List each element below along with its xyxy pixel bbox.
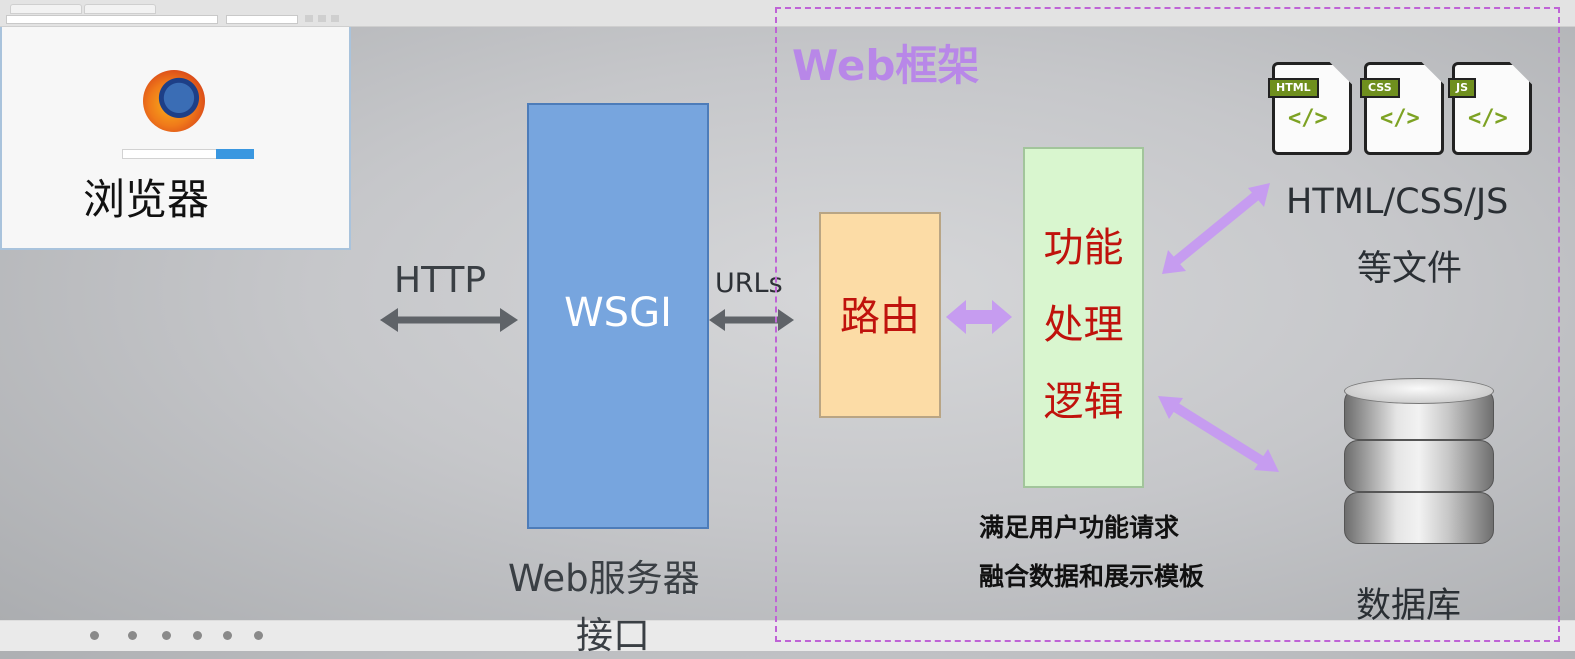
logic-database-arrow [1158,396,1279,472]
logic-label-line3: 逻辑 [1043,379,1124,425]
browser-page-search-button [216,149,254,159]
http-arrow [380,308,518,332]
files-label-line2: 等文件 [1357,249,1463,289]
css-file-icon: CSS </> [1360,62,1444,155]
browser-search-bar [226,15,298,24]
browser-label: 浏览器 [83,175,210,224]
urls-arrow [709,309,794,331]
database-label: 数据库 [1356,586,1462,626]
logic-box [1023,147,1144,488]
js-file-icon: JS </> [1448,62,1532,155]
html-file-tag: HTML [1268,78,1319,98]
logic-description-line2: 融合数据和展示模板 [979,562,1205,591]
browser-footer [0,620,1575,651]
code-symbol: </> [1288,106,1328,131]
download-icon [90,631,99,640]
firefox-logo-icon [143,70,205,132]
toolbar-button [305,15,313,22]
history-icon [162,631,171,640]
wsgi-caption-line1: Web服务器 [508,557,700,600]
logic-description-line1: 满足用户功能请求 [979,513,1180,542]
logic-label-line2: 处理 [1043,302,1124,348]
browser-tab [84,4,156,14]
browser-toolbar [0,0,1575,27]
browser-tab [10,4,82,14]
html-file-icon: HTML </> [1268,62,1352,155]
http-label: HTTP [394,260,487,301]
js-file-tag: JS [1448,78,1477,98]
router-box [819,212,941,418]
browser-address-bar [6,15,218,24]
router-label: 路由 [840,294,920,340]
bookmark-icon [128,631,137,640]
sync-icon [223,631,232,640]
web-framework-boundary [775,7,1560,642]
wsgi-caption-line2: 接口 [576,614,650,657]
urls-label: URLs [715,268,783,299]
code-symbol: </> [1380,106,1420,131]
code-symbol: </> [1468,106,1508,131]
css-file-tag: CSS [1360,78,1400,98]
wsgi-label: WSGI [564,290,672,336]
files-label-line1: HTML/CSS/JS [1286,182,1509,222]
addons-icon [193,631,202,640]
wsgi-box [527,103,709,529]
settings-icon [254,631,263,640]
toolbar-button [318,15,326,22]
toolbar-button [331,15,339,22]
logic-files-arrow [1162,183,1270,274]
web-framework-title: Web框架 [792,41,980,90]
router-logic-arrow [946,300,1012,334]
logic-label-line1: 功能 [1043,225,1124,271]
